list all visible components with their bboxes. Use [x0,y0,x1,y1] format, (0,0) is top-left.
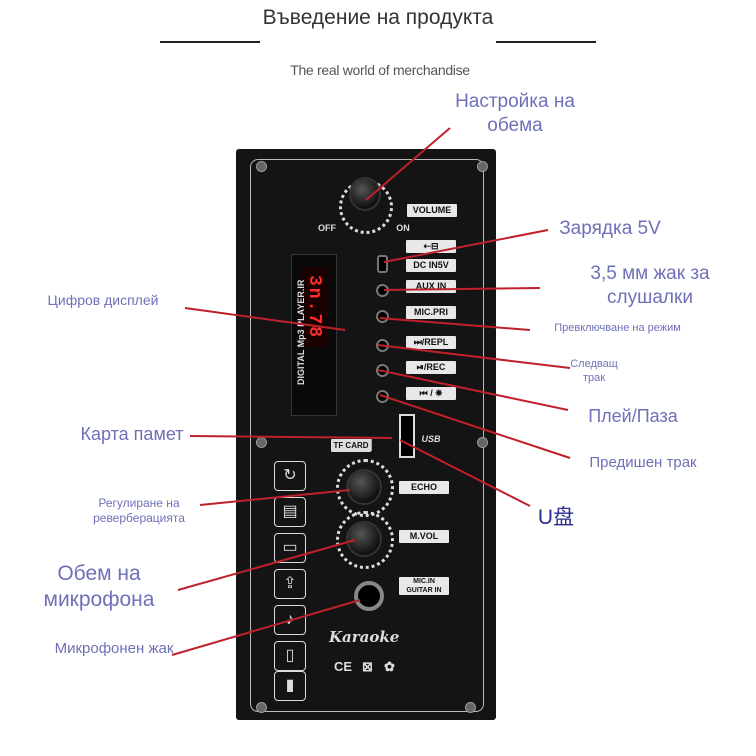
karaoke-logo: Karaoke [329,628,400,646]
dc-in-label: DC IN5V [406,259,456,272]
digital-display: 3n.78 [291,254,337,416]
mvol-label: M.VOL [399,530,449,543]
leader-usb [399,439,531,507]
page-title: Въведение на продукта [262,4,494,31]
leader-volume [365,127,451,201]
header-rule-right [496,41,596,43]
header-rule-left [160,41,260,43]
mic-guitar-label: MIC.IN GUITAR IN [399,577,449,595]
mic-volume-scale [336,511,394,569]
screw [256,702,267,713]
volume-knob[interactable] [349,177,381,211]
callout-play: Плей/Паза [588,406,678,426]
panel-border [250,159,484,712]
leader-headphone [383,287,541,291]
bluetooth-icon: ↻ [274,461,306,491]
page-subtitle: The real world of merchandise [290,62,470,78]
leader-mode [379,317,531,331]
callout-mic-jack: Микрофонен жак [54,640,174,657]
screw [256,161,267,172]
mic-guitar-jack[interactable] [354,581,384,611]
callout-mode: Превключване на режим [554,322,681,334]
leader-charging [383,229,549,263]
callout-usb: U盘 [537,506,575,529]
screw [477,437,488,448]
leader-echo [199,489,351,506]
callout-memory-card: Карта памет [80,424,184,444]
leader-tf [189,435,393,439]
screw [477,161,488,172]
callout-charging: Зарядка 5V [559,218,661,239]
leader-next [377,344,571,369]
usb-label: USB [421,434,441,444]
battery-icon: ▮ [274,671,306,701]
leader-play [377,369,569,411]
mic-pri-label: MIC.PRI [406,306,456,319]
leader-micjack [171,599,361,656]
callout-reverb: Регулиране на реверберацията [93,496,185,525]
flower-icon: ✿ [384,659,395,674]
tablet-icon: ▭ [274,533,306,563]
off-label: OFF [318,223,336,233]
usb-port[interactable] [399,414,415,458]
leader-mvol [177,539,356,591]
usb-stick-icon: ⇪ [274,569,306,599]
screw [465,702,476,713]
ce-mark: CE [334,659,353,674]
speaker-control-panel: OFF ON VOLUME ⇠⊟ DC IN5V AUX IN MIC.PRI … [236,149,496,720]
repl-label: ⏭/REPL [406,336,456,349]
prev-label: ⏮ / ☀ [406,387,456,400]
usb-c-charging-port[interactable] [377,255,388,273]
weee-icon: ⊠ [362,659,373,674]
on-label: ON [396,223,410,233]
sd-card-icon: ▤ [274,497,306,527]
callout-display: Цифров дисплей [47,292,159,308]
tf-card-label: TF CARD [331,439,371,452]
leader-display [184,307,346,331]
callout-headphone: 3,5 мм жак за слушалки [590,263,710,308]
callout-previous: Предишен трак [589,454,697,471]
echo-knob[interactable] [346,469,382,505]
callout-volume: Настройка на обема [455,91,575,136]
echo-label: ECHO [399,481,449,494]
callout-next: Следващ трак [570,358,618,384]
rec-label: ⏯/REC [406,361,456,374]
mic-volume-knob[interactable] [346,521,382,557]
led-readout: 3n.78 [302,267,328,347]
mode-button[interactable] [376,310,389,323]
volume-label: VOLUME [407,204,457,217]
remote-icon: ▯ [274,641,306,671]
callout-mic-volume: Обем на микрофона [43,562,155,612]
leader-prev [379,394,571,459]
